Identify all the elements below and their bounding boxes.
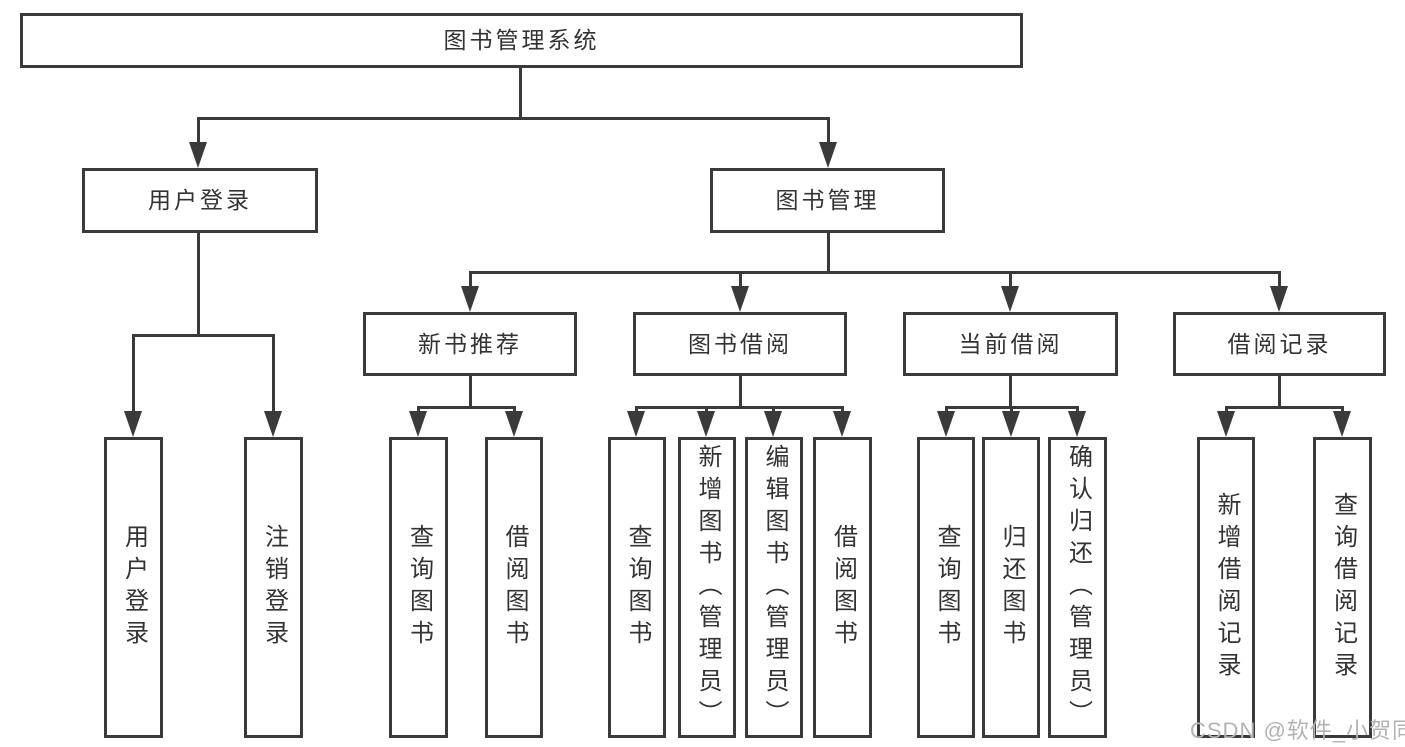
connector-rail xyxy=(131,333,275,337)
node-label: 借阅图书 xyxy=(829,523,857,652)
arrow-down-icon xyxy=(697,411,715,437)
arrow-down-icon xyxy=(937,411,955,437)
node-borrowing-records: 借阅记录 xyxy=(1173,312,1386,376)
node-label: 新书推荐 xyxy=(418,330,522,357)
arrow-down-icon xyxy=(461,286,479,312)
connector-arrow-line xyxy=(1277,272,1281,292)
arrow-down-icon xyxy=(627,411,645,437)
connector-stem xyxy=(826,233,830,274)
arrow-down-icon xyxy=(124,411,142,437)
connector-stem xyxy=(738,376,742,409)
node-book-management: 图书管理 xyxy=(710,168,945,233)
node-current-borrowing: 当前借阅 xyxy=(903,312,1118,376)
connector-arrow-line xyxy=(196,118,200,148)
node-leaf-borrow-books-1: 借阅图书 xyxy=(485,437,543,738)
node-label: 用户登录 xyxy=(120,523,148,652)
arrow-down-icon xyxy=(833,411,851,437)
node-leaf-logout: 注销登录 xyxy=(244,437,303,738)
arrow-down-icon xyxy=(409,411,427,437)
arrow-down-icon xyxy=(731,286,749,312)
watermark: CSDN @软件_小贺同学 xyxy=(1190,718,1405,743)
arrow-down-icon xyxy=(764,411,782,437)
arrow-down-icon xyxy=(1333,411,1351,437)
node-label: 图书管理 xyxy=(775,187,880,214)
node-label: 查询图书 xyxy=(624,523,651,652)
connector-stem xyxy=(468,376,472,409)
node-label: 编辑图书（管理员） xyxy=(761,443,788,732)
connector-arrow-line xyxy=(468,272,472,292)
node-user-login: 用户登录 xyxy=(82,168,318,233)
node-book-borrowing: 图书借阅 xyxy=(633,312,847,376)
arrow-down-icon xyxy=(189,142,207,168)
connector-stem xyxy=(518,68,522,120)
node-leaf-query-books-2: 查询图书 xyxy=(608,437,666,738)
arrow-down-icon xyxy=(819,142,837,168)
node-leaf-user-login: 用户登录 xyxy=(104,437,163,738)
connector-stem xyxy=(1277,376,1281,409)
node-leaf-query-books-3: 查询图书 xyxy=(917,437,975,738)
node-label: 用户登录 xyxy=(148,187,252,214)
node-leaf-query-books-1: 查询图书 xyxy=(389,437,448,738)
node-new-book-recommend: 新书推荐 xyxy=(363,312,577,376)
connector-rail xyxy=(1224,405,1344,409)
connector-stem xyxy=(1008,376,1012,409)
node-label: 查询借阅记录 xyxy=(1329,491,1357,684)
node-leaf-add-borrow-record: 新增借阅记录 xyxy=(1197,437,1255,738)
connector-rail xyxy=(634,405,844,409)
connector-rail xyxy=(416,405,516,409)
node-label: 归还图书 xyxy=(998,523,1025,652)
arrow-down-icon xyxy=(1270,286,1288,312)
arrow-down-icon xyxy=(505,411,523,437)
arrow-down-icon xyxy=(264,411,282,437)
node-label: 借阅图书 xyxy=(501,523,528,652)
connector-arrow-line xyxy=(826,118,830,148)
arrow-down-icon xyxy=(1217,411,1235,437)
node-label: 当前借阅 xyxy=(958,330,1063,357)
connector-stem xyxy=(196,233,200,337)
node-label: 确认归还（管理员） xyxy=(1064,443,1092,732)
node-leaf-borrow-books-2: 借阅图书 xyxy=(813,437,872,738)
arrow-down-icon xyxy=(1002,411,1020,437)
node-leaf-confirm-return-admin: 确认归还（管理员） xyxy=(1048,437,1107,738)
connector-arrow-line xyxy=(738,272,742,292)
node-system-root: 图书管理系统 xyxy=(20,13,1023,68)
node-label: 借阅记录 xyxy=(1227,330,1332,357)
connector-arrow-line xyxy=(1008,272,1012,292)
node-label: 图书借阅 xyxy=(688,330,792,357)
connector-rail xyxy=(196,116,830,120)
node-leaf-return-books: 归还图书 xyxy=(982,437,1040,738)
node-label: 图书管理系统 xyxy=(443,27,600,54)
node-label: 查询图书 xyxy=(933,523,960,652)
node-leaf-edit-books-admin: 编辑图书（管理员） xyxy=(745,437,803,738)
node-leaf-query-borrow-record: 查询借阅记录 xyxy=(1313,437,1372,738)
arrow-down-icon xyxy=(1001,286,1019,312)
node-leaf-add-books-admin: 新增图书（管理员） xyxy=(678,437,736,738)
node-label: 注销登录 xyxy=(260,523,288,652)
node-label: 新增借阅记录 xyxy=(1213,491,1240,684)
connector-arrow-line xyxy=(131,335,135,417)
connector-arrow-line xyxy=(271,335,275,417)
node-label: 新增图书（管理员） xyxy=(694,443,721,732)
node-label: 查询图书 xyxy=(405,523,433,652)
arrow-down-icon xyxy=(1068,411,1086,437)
connector-rail xyxy=(468,270,1281,274)
